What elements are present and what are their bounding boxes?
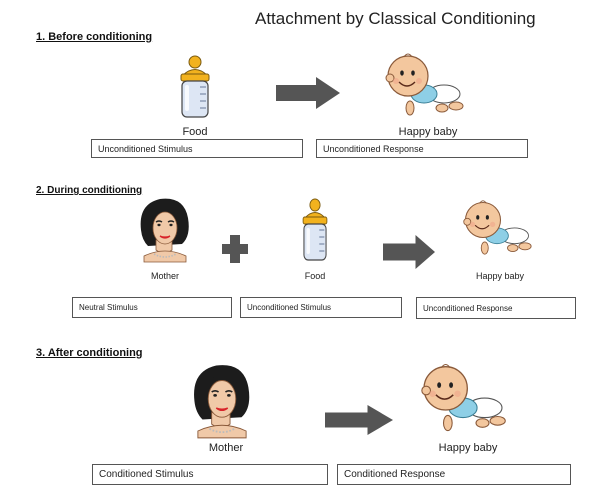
stage-2-heading: 2. During conditioning	[36, 185, 143, 196]
stage-3-caption-mother: Mother	[208, 442, 244, 454]
stage-1-box-unconditioned-response: Unconditioned Response	[316, 139, 528, 158]
stage-1-box-unconditioned-stimulus: Unconditioned Stimulus	[91, 139, 303, 158]
plus-icon	[222, 235, 248, 263]
stage-3-box-conditioned-stimulus: Conditioned Stimulus	[92, 464, 328, 485]
bottle-icon	[302, 198, 328, 261]
stage-2-caption-happy-baby: Happy baby	[475, 271, 525, 281]
arrow-icon	[276, 77, 340, 109]
mother-icon	[193, 364, 251, 439]
arrow-icon	[325, 405, 393, 435]
stage-2-box-unconditioned-response: Unconditioned Response	[416, 297, 576, 319]
bottle-icon	[180, 55, 210, 118]
mother-icon	[139, 197, 190, 263]
stage-2-caption-food: Food	[304, 271, 326, 281]
baby-icon	[421, 363, 507, 432]
baby-icon	[385, 53, 464, 116]
stage-3-heading: 3. After conditioning	[36, 347, 143, 359]
stage-3-caption-happy-baby: Happy baby	[438, 442, 498, 454]
stage-2-box-unconditioned-stimulus: Unconditioned Stimulus	[240, 297, 402, 318]
stage-1-caption-happy-baby: Happy baby	[398, 126, 458, 138]
stage-2-caption-mother: Mother	[150, 271, 179, 281]
arrow-icon	[383, 235, 435, 269]
stage-2-box-neutral-stimulus: Neutral Stimulus	[72, 297, 232, 318]
baby-icon	[463, 200, 532, 255]
stage-3-box-conditioned-response: Conditioned Response	[337, 464, 571, 485]
diagram-title: Attachment by Classical Conditioning	[255, 9, 536, 28]
stage-1-caption-food: Food	[182, 126, 208, 138]
stage-1-heading: 1. Before conditioning	[36, 31, 153, 43]
